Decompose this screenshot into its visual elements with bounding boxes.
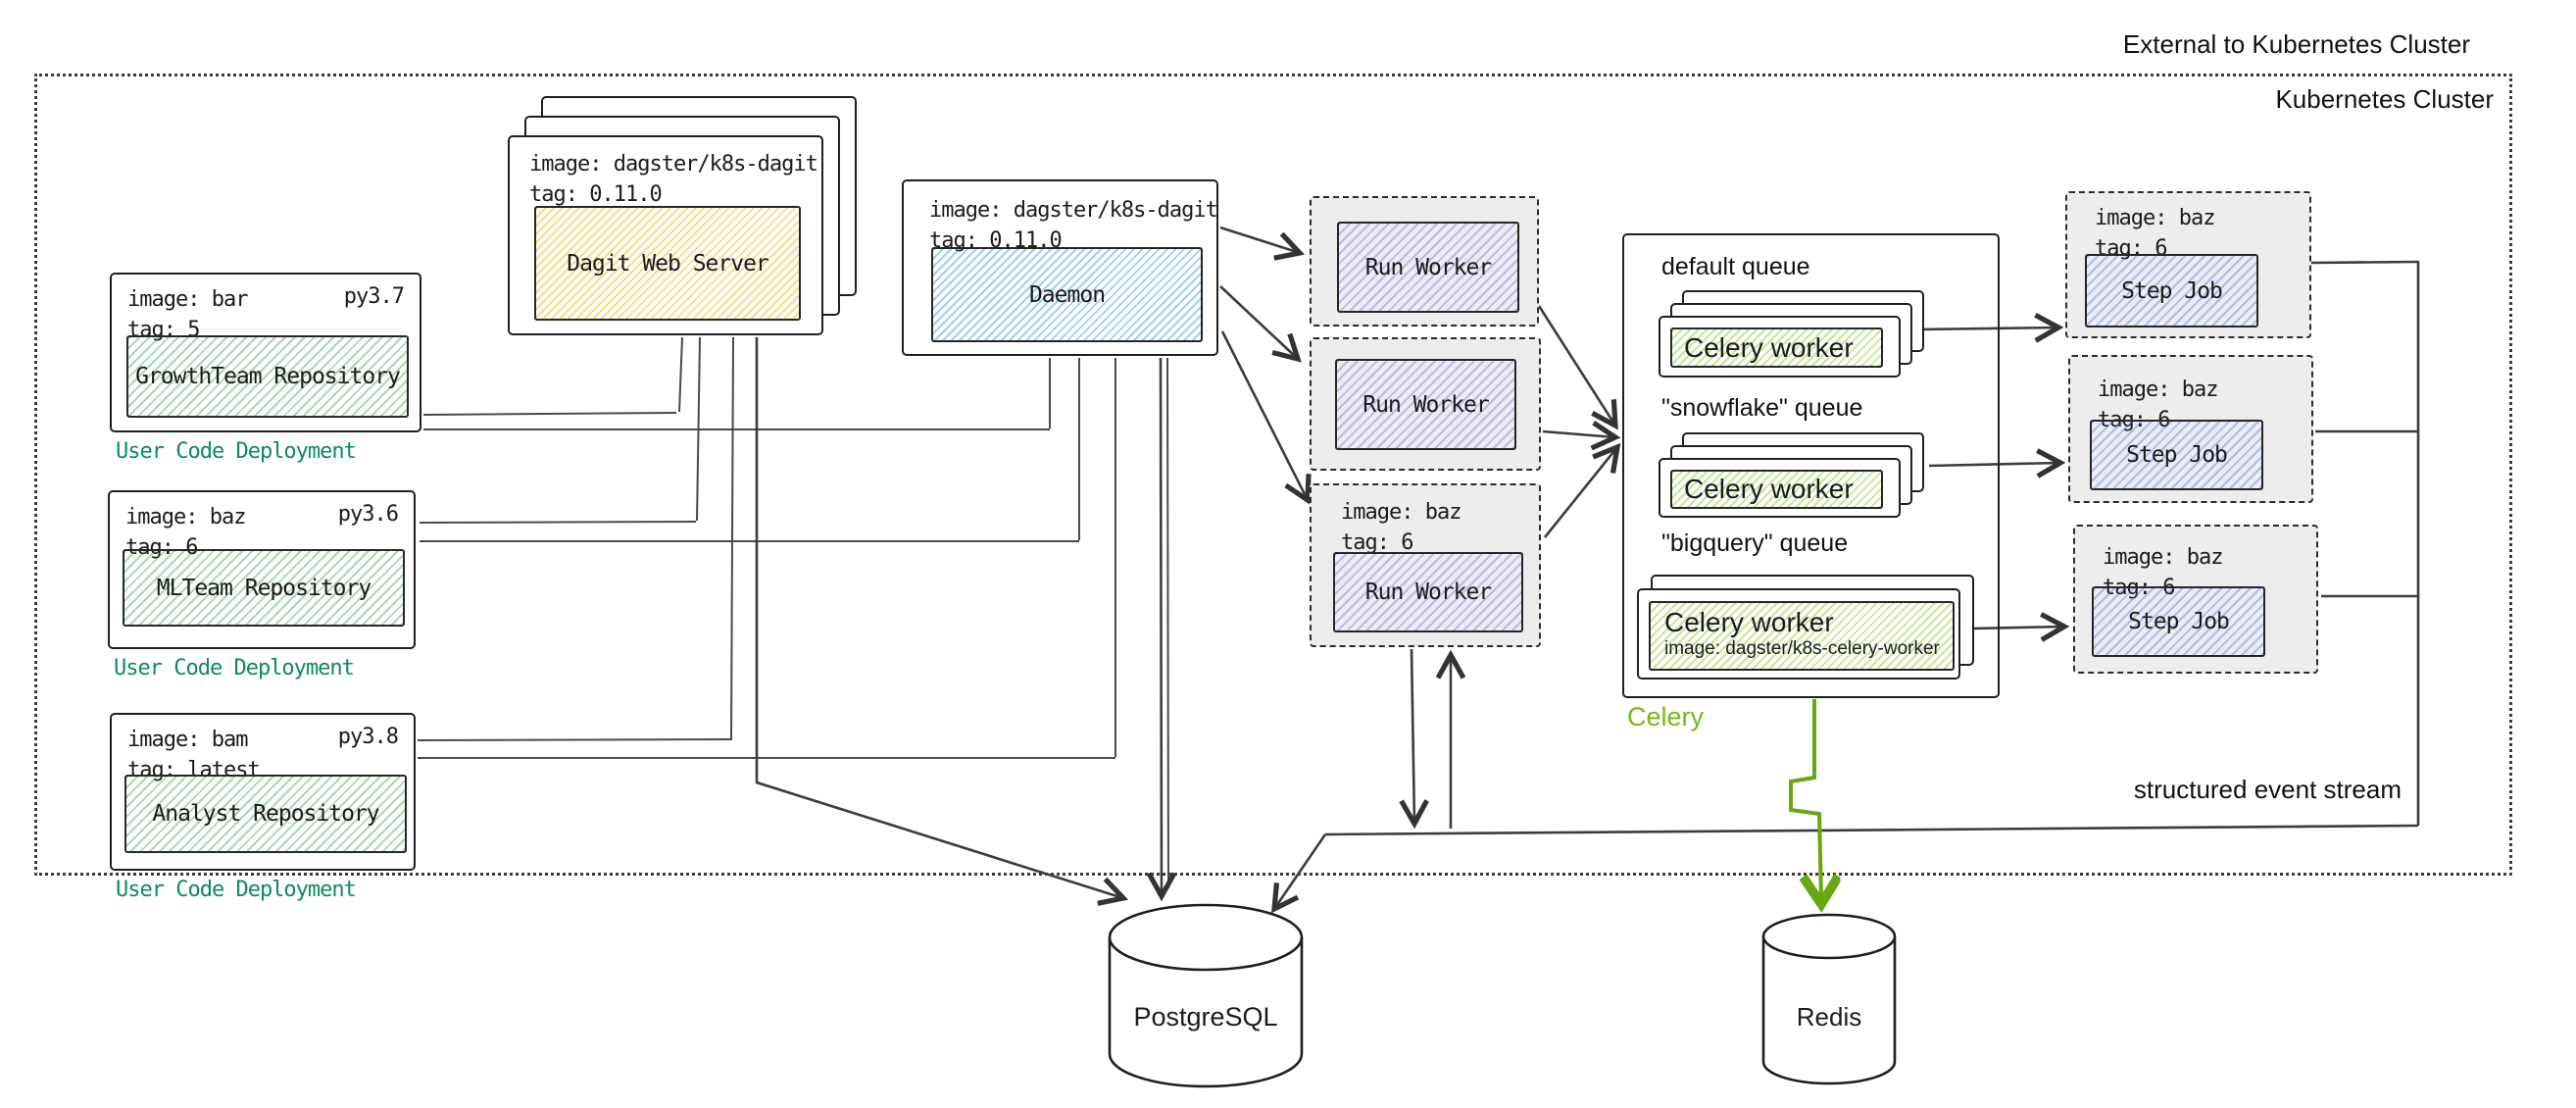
repository-box: MLTeam Repository (123, 549, 405, 627)
image-line: image: dagster/k8s-dagit (929, 198, 1218, 223)
image-line: image: bam (127, 728, 248, 752)
run-worker-box: Run Worker (1337, 222, 1519, 313)
python-version: py3.7 (343, 284, 405, 309)
postgres-cylinder (1108, 903, 1304, 1088)
celery-worker-image: image: dagster/k8s-celery-worker (1664, 638, 1940, 659)
celery-redis-arrow (1789, 699, 1821, 900)
user-code-deployment-caption-2: User Code Deployment (114, 656, 355, 680)
kubernetes-cluster-label: Kubernetes Cluster (2275, 84, 2494, 114)
user-code-deployment-3: image: bam tag: latest py3.8 Analyst Repo… (110, 713, 416, 871)
celery-label: Celery (1627, 702, 1705, 731)
image-line: image: baz (2098, 378, 2218, 402)
tag-line: tag: 6 (125, 535, 198, 560)
tag-line: tag: 6 (1341, 530, 1413, 555)
queue-label-snowflake: "snowflake" queue (1661, 394, 1863, 422)
python-version: py3.8 (337, 725, 399, 749)
celery-worker-snowflake: Celery worker (1659, 458, 1901, 518)
user-code-deployment-caption-3: User Code Deployment (116, 878, 357, 902)
cluster-boundary (34, 74, 2512, 876)
celery-worker-box: Celery worker (1670, 327, 1883, 368)
arrows (755, 226, 2420, 914)
dagit-web-server: image: dagster/k8s-dagit tag: 0.11.0 Dagi… (508, 135, 823, 335)
python-version: py3.6 (337, 502, 399, 527)
tag-line: tag: 0.11.0 (529, 182, 663, 207)
image-line: image: baz (1341, 500, 1461, 525)
run-worker-3: image: baz tag: 6 Run Worker (1310, 483, 1541, 647)
daemon-box: Daemon (931, 247, 1203, 342)
image-line: image: dagster/k8s-dagit (529, 152, 818, 176)
celery-worker-label: Celery worker (1664, 607, 1834, 637)
queue-label-default: default queue (1661, 253, 1810, 280)
external-cluster-label: External to Kubernetes Cluster (2122, 29, 2470, 59)
celery-container: default queue Celery worker "snowflake" … (1622, 233, 2000, 698)
celery-worker-box: Celery worker image: dagster/k8s-celery-… (1649, 601, 1955, 671)
redis-cylinder (1761, 913, 1897, 1085)
redis-label: Redis (1796, 1002, 1862, 1032)
celery-worker-box: Celery worker (1670, 470, 1883, 509)
repository-box: GrowthTeam Repository (126, 335, 409, 418)
run-worker-box: Run Worker (1333, 552, 1523, 632)
run-worker-2: Run Worker (1310, 337, 1541, 471)
event-stream-label: structured event stream (2133, 775, 2402, 804)
image-line: image: baz (125, 505, 246, 529)
repository-box: Analyst Repository (124, 775, 407, 853)
image-line: image: bar (127, 287, 248, 312)
wires (417, 336, 1169, 889)
run-worker-1: Run Worker (1310, 196, 1539, 327)
step-job-box: Step Job (2085, 254, 2258, 327)
step-job-box: Step Job (2090, 420, 2263, 490)
celery-worker-bigquery: Celery worker image: dagster/k8s-celery-… (1637, 588, 1960, 680)
queue-label-bigquery: "bigquery" queue (1661, 529, 1849, 557)
dagit-box: Dagit Web Server (534, 206, 801, 321)
user-code-deployment-caption-1: User Code Deployment (116, 439, 357, 464)
user-code-deployment-2: image: baz tag: 6 py3.6 MLTeam Repository (108, 490, 416, 649)
tag-line: tag: latest (127, 758, 261, 782)
postgres-label: PostgreSQL (1133, 1002, 1278, 1032)
step-job-box: Step Job (2092, 586, 2265, 657)
image-line: image: baz (2103, 545, 2223, 570)
image-line: image: baz (2095, 206, 2215, 230)
run-worker-box: Run Worker (1335, 359, 1516, 450)
celery-worker-default: Celery worker (1659, 316, 1901, 378)
